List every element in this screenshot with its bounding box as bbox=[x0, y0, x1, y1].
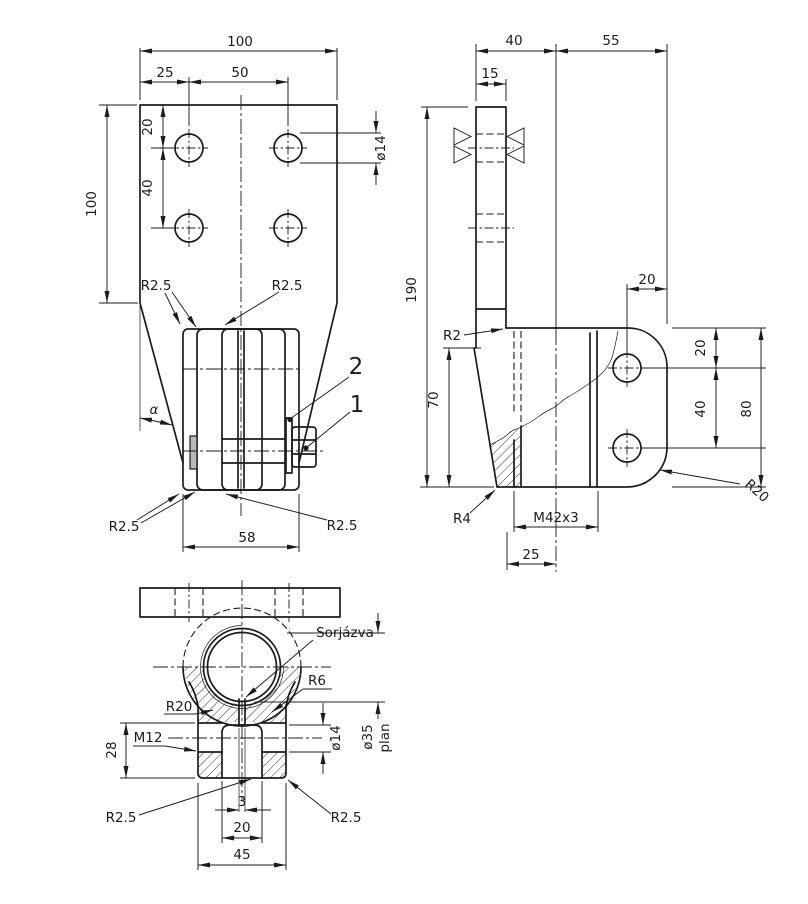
front-view: 100 25 50 20 40 100 ø14 α 58 R2.5 R2.5 R… bbox=[84, 34, 389, 552]
dim-hole-col2: 50 bbox=[231, 65, 248, 81]
dim-bore: ø35 bbox=[360, 724, 376, 749]
dim-slot-width: 3 bbox=[238, 794, 247, 810]
item-2-label: 2 bbox=[349, 354, 364, 380]
dim-taper-height: 70 bbox=[426, 391, 442, 408]
dim-hole-row1: 20 bbox=[140, 118, 156, 135]
hole-centerlines bbox=[170, 129, 307, 247]
label-fillet-r20: R20 bbox=[166, 699, 193, 715]
side-view: 40 55 15 190 70 20 20 40 80 R2 R4 M42x3 bbox=[404, 33, 772, 572]
label-fillet-tl: R2.5 bbox=[141, 278, 172, 294]
dim-lug-height: 28 bbox=[104, 741, 120, 758]
label-fillet-tr: R2.5 bbox=[272, 278, 303, 294]
dim-axis-offset: 25 bbox=[522, 547, 539, 563]
dim-hole-row2: 40 bbox=[140, 179, 156, 196]
label-fillet-br: R2.5 bbox=[327, 518, 358, 534]
dim-total-height: 190 bbox=[404, 277, 420, 303]
dim-taper-angle: α bbox=[150, 402, 159, 418]
dim-depth-front: 40 bbox=[505, 33, 522, 49]
dim-block-height: 80 bbox=[739, 400, 755, 417]
label-corner-radius: R20 bbox=[741, 476, 771, 506]
label-fillet-top: R2 bbox=[443, 328, 461, 344]
dim-hole-col1: 25 bbox=[156, 65, 173, 81]
dim-hole-dia: ø14 bbox=[373, 135, 389, 160]
item-1-label: 1 bbox=[350, 392, 365, 418]
dim-hole-edge-offset: 20 bbox=[638, 272, 655, 288]
dim-bore-note: plan bbox=[377, 723, 393, 752]
label-fillet-bottom: R4 bbox=[453, 511, 471, 527]
dim-boss-width: 58 bbox=[238, 530, 255, 546]
dim-depth-rear: 55 bbox=[602, 33, 619, 49]
section-view: Sorjázva R6 R20 M12 28 ø14 ø35 plan 3 2 bbox=[104, 580, 393, 870]
dim-plate-width: 100 bbox=[227, 34, 253, 50]
label-fillet-right: R2.5 bbox=[331, 810, 362, 826]
dim-slot-opening: 20 bbox=[233, 820, 250, 836]
dim-clamp-hole: ø14 bbox=[328, 725, 344, 750]
dim-plate-thickness: 15 bbox=[481, 66, 498, 82]
label-clamp-thread: M12 bbox=[134, 730, 163, 746]
label-fillet-left: R2.5 bbox=[106, 810, 137, 826]
dim-lug-width: 45 bbox=[233, 847, 250, 863]
dim-side-hole-row2: 40 bbox=[693, 400, 709, 417]
dim-thread: M42x3 bbox=[533, 510, 578, 526]
label-fillet-r6: R6 bbox=[308, 673, 326, 689]
dim-plate-height: 100 bbox=[84, 191, 100, 217]
dim-side-hole-row1: 20 bbox=[693, 339, 709, 356]
edge-mark-icon bbox=[453, 127, 525, 164]
label-fillet-bl: R2.5 bbox=[109, 519, 140, 535]
